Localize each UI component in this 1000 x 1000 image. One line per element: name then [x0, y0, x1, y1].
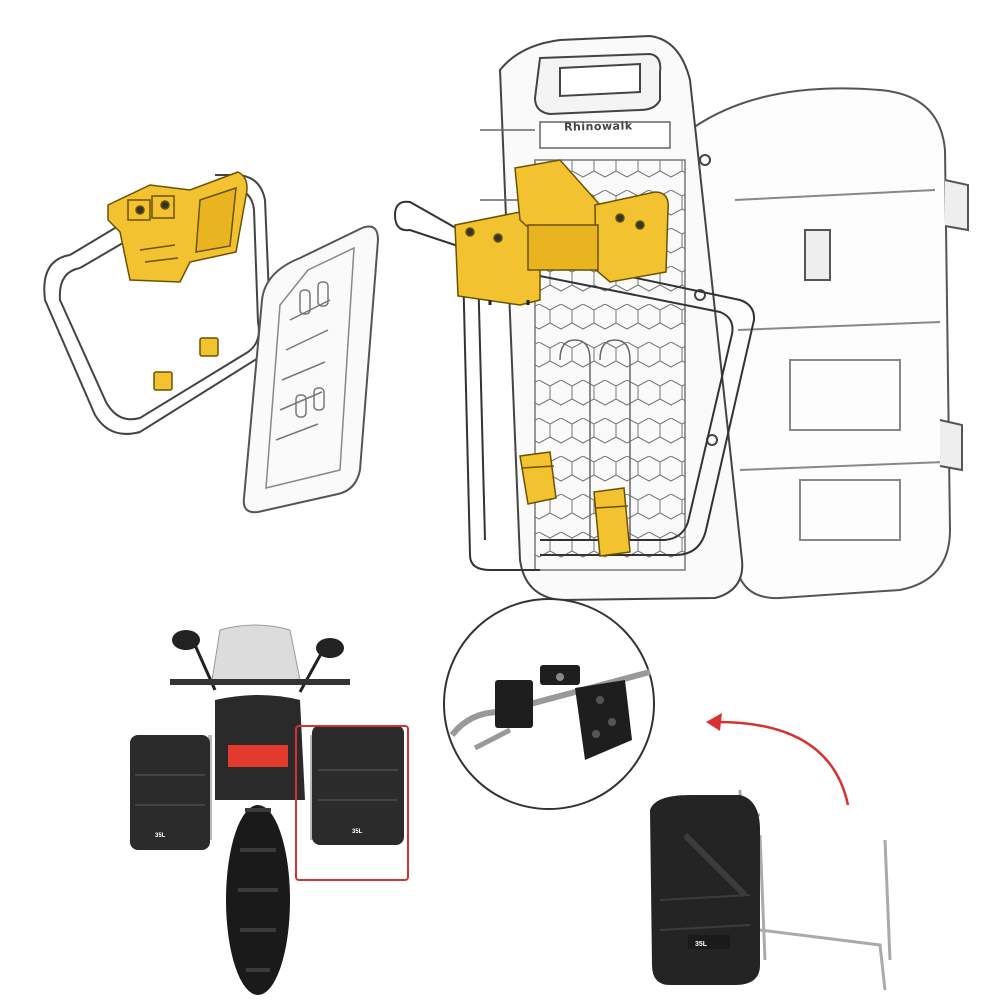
saddle-bag-right: [312, 725, 404, 845]
saddle-bag-left: [130, 735, 210, 850]
mount-bracket-exploded: [107, 171, 248, 283]
tube-clamp-lower-left: [519, 451, 557, 505]
curved-arrow-icon: [711, 720, 850, 806]
rear-tire: [226, 805, 290, 995]
zoom-circle: [443, 598, 655, 810]
saddle-bag-photo: [650, 795, 760, 985]
tire-tread: [238, 808, 278, 972]
bag-capacity-label-left: 35L: [155, 833, 166, 839]
mirrors: [172, 630, 344, 693]
exploded-rack-view: [43, 174, 272, 435]
brand-logo: Rhinowalk: [563, 119, 633, 134]
arrow-head-icon: [706, 713, 722, 731]
bag-capacity-label-right: 35L: [352, 829, 363, 835]
rack-plate-exploded: [242, 225, 380, 514]
bag-capacity-label-photo: 35L: [695, 941, 708, 948]
tube-clamp-small-1: [199, 337, 219, 357]
pannier-rack-tube: [394, 200, 756, 571]
tail-light: [228, 745, 288, 767]
saddle-bag-outline: [688, 87, 969, 600]
bracket-detail: [495, 665, 632, 760]
tube-clamp-lower-right: [593, 487, 631, 557]
highlight-callout-box: [295, 725, 409, 881]
tube-clamp-small-2: [153, 371, 173, 391]
mount-bracket-assembled: [454, 159, 669, 306]
windscreen: [211, 624, 301, 681]
